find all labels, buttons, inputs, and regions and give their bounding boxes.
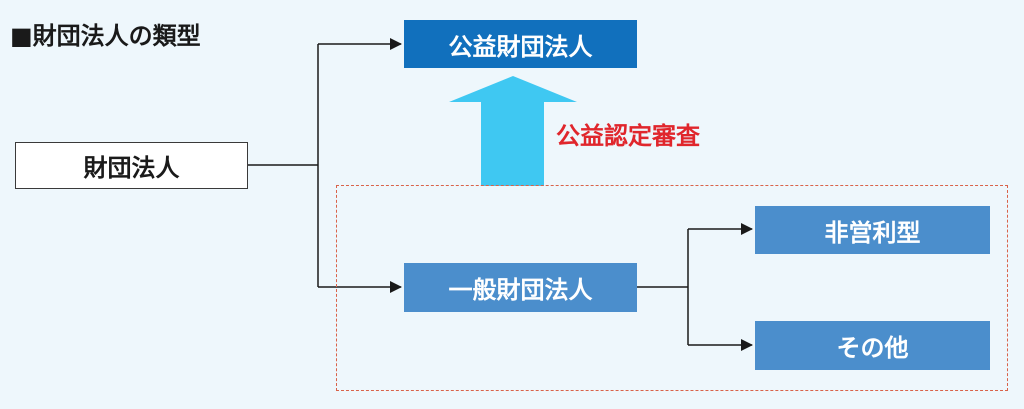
ippan-group-frame (336, 185, 1008, 391)
nintei-upward-arrow (449, 76, 577, 186)
node-sonota-label: その他 (836, 334, 909, 362)
node-hieiri-label: 非営利型 (824, 218, 921, 247)
node-hieiri-gata: 非営利型 (755, 206, 990, 254)
node-ippan-zaidan-hojin: 一般財団法人 (404, 263, 637, 312)
node-koeki-label: 公益財団法人 (448, 32, 593, 61)
node-koeki-zaidan-hojin: 公益財団法人 (404, 20, 637, 68)
node-zaidan-hojin-label: 財団法人 (83, 154, 180, 182)
nintei-shinsa-label: 公益認定審査 (556, 122, 700, 150)
node-sonota: その他 (755, 321, 990, 370)
node-zaidan-hojin: 財団法人 (15, 142, 248, 189)
node-ippan-label: 一般財団法人 (448, 276, 593, 304)
diagram-title: ■財団法人の類型 (10, 22, 201, 50)
